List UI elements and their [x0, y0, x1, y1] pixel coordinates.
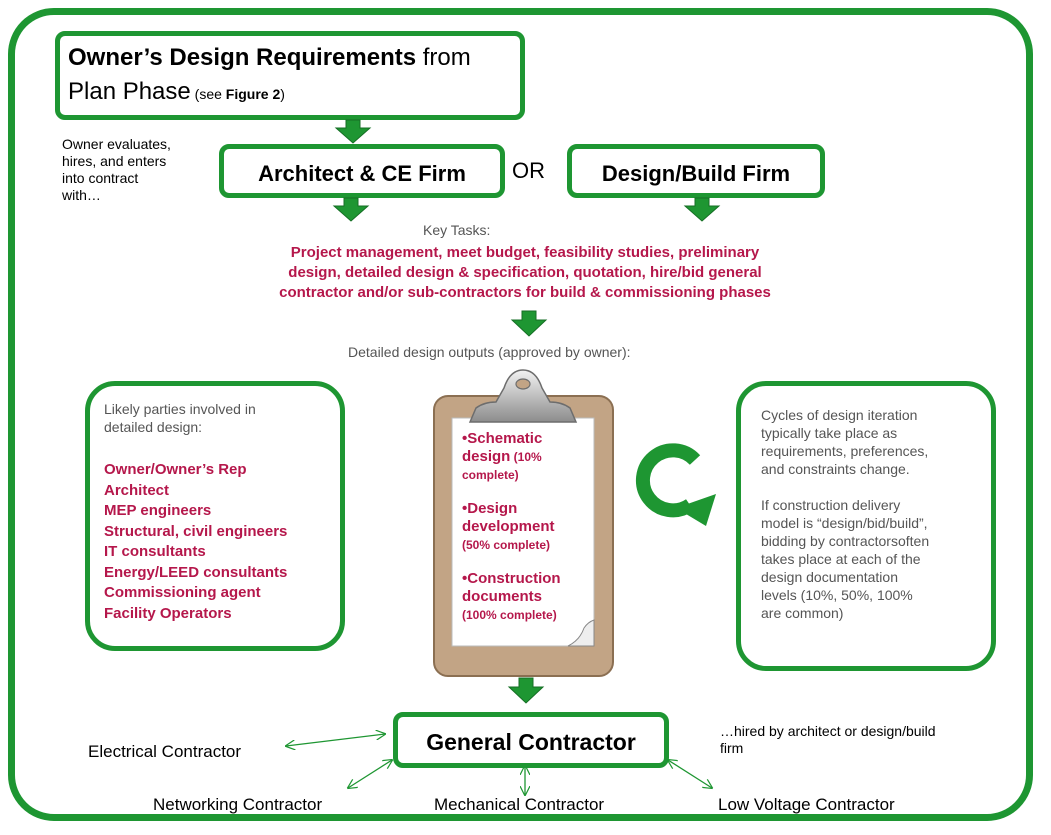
- key-task-line: contractor and/or sub-contractors for bu…: [279, 284, 771, 301]
- owner-line2: Plan Phase: [68, 78, 191, 105]
- cycles-line: requirements, preferences,: [761, 443, 929, 459]
- clipboard-item: •Construction documents (100% complete): [462, 570, 592, 624]
- cycles-line: model is “design/bid/build”,: [761, 515, 928, 531]
- clipboard-item-title: documents: [462, 588, 543, 605]
- page-curl: [567, 619, 595, 647]
- down-arrow: [507, 677, 545, 704]
- clipboard-item-pct: (10%: [510, 450, 542, 464]
- cycles-line: typically take place as: [761, 425, 898, 441]
- clipboard-item-title: •Schematic: [462, 430, 543, 447]
- clipboard-paper: [451, 417, 595, 647]
- owner-note: Owner evaluates, hires, and enters into …: [62, 136, 171, 204]
- cycles-line: Cycles of design iteration: [761, 407, 918, 423]
- clipboard-item-title: development: [462, 518, 555, 535]
- connector-low-voltage: [668, 760, 712, 788]
- clipboard-items: •Schematic design (10% complete) •Design…: [462, 430, 592, 624]
- down-arrow: [510, 310, 548, 337]
- design-build-label: Design/Build Firm: [601, 161, 791, 186]
- down-arrow: [683, 197, 721, 222]
- parties-box: Likely parties involved in detailed desi…: [85, 381, 345, 651]
- cycles-line: design documentation: [761, 569, 898, 585]
- cycles-box: Cycles of design iteration typically tak…: [736, 381, 996, 671]
- clipboard-item: •Schematic design (10% complete): [462, 430, 592, 484]
- figure-reference: Figure 2: [225, 86, 281, 102]
- party-item: IT consultants: [104, 543, 206, 560]
- hired-note: …hired by architect or design/build firm: [720, 723, 936, 757]
- owner-requirements-box: Owner’s Design Requirements from Plan Ph…: [55, 31, 525, 120]
- hired-note-line: firm: [720, 740, 744, 756]
- design-build-box: Design/Build Firm: [567, 144, 825, 198]
- connector-electrical: [286, 734, 385, 746]
- clip-icon: [468, 369, 578, 423]
- cycle-arrow-icon: [635, 443, 701, 518]
- or-label: OR: [512, 158, 545, 183]
- key-tasks-list: Project management, meet budget, feasibi…: [210, 243, 840, 303]
- key-task-line: Project management, meet budget, feasibi…: [290, 244, 760, 261]
- general-contractor-label: General Contractor: [426, 729, 636, 755]
- connector-networking: [348, 760, 392, 788]
- owner-note-line: with…: [62, 187, 101, 203]
- outputs-caption: Detailed design outputs (approved by own…: [348, 344, 631, 360]
- general-contractor-box: General Contractor: [393, 712, 669, 768]
- owner-note-line: Owner evaluates,: [62, 136, 171, 152]
- owner-see-close: ): [280, 86, 285, 102]
- party-item: Structural, civil engineers: [104, 522, 288, 540]
- parties-intro-line: detailed design:: [104, 419, 203, 435]
- clipboard-item-title: •Design: [462, 500, 518, 517]
- cycles-line: takes place at each of the: [761, 551, 921, 567]
- clipboard-item-title: design: [462, 448, 511, 465]
- owner-see-open: (see: [190, 86, 226, 102]
- clipboard-item-pct: complete): [462, 468, 519, 482]
- party-item: Commissioning agent: [104, 584, 261, 601]
- down-arrow: [332, 197, 370, 222]
- parties-intro-line: Likely parties involved in: [104, 401, 256, 417]
- electrical-contractor: Electrical Contractor: [88, 742, 242, 761]
- clipboard-item-pct: (100% complete): [462, 608, 557, 622]
- owner-title-rest: from: [416, 44, 471, 71]
- clipboard-item: •Design development (50% complete): [462, 500, 592, 554]
- key-task-line: design, detailed design & specification,…: [288, 264, 762, 281]
- owner-note-line: hires, and enters: [62, 153, 167, 169]
- cycles-line: If construction delivery: [761, 497, 901, 513]
- architect-box: Architect & CE Firm: [219, 144, 505, 198]
- cycles-line: levels (10%, 50%, 100%: [761, 587, 913, 603]
- party-item: Energy/LEED consultants: [104, 563, 288, 581]
- owner-title-bold: Owner’s Design Requirements: [68, 44, 417, 71]
- cycles-line: bidding by contractorsoften: [761, 533, 930, 549]
- key-tasks-heading: Key Tasks:: [423, 222, 491, 238]
- party-item: Facility Operators: [104, 604, 232, 622]
- party-item: Architect: [104, 481, 170, 499]
- down-arrow: [334, 119, 372, 144]
- hired-note-line: …hired by architect or design/build: [720, 723, 936, 739]
- clipboard-item-pct: (50% complete): [462, 538, 551, 552]
- owner-note-line: into contract: [62, 170, 139, 186]
- cycles-line: and constraints change.: [761, 461, 910, 477]
- low-voltage-contractor: Low Voltage Contractor: [718, 795, 895, 814]
- party-item: MEP engineers: [104, 502, 212, 519]
- architect-label: Architect & CE Firm: [258, 161, 466, 186]
- networking-contractor: Networking Contractor: [153, 795, 323, 814]
- clipboard-item-title: •Construction: [462, 570, 561, 587]
- mechanical-contractor: Mechanical Contractor: [434, 795, 605, 814]
- party-item: Owner/Owner’s Rep: [104, 461, 247, 478]
- cycles-line: are common): [761, 605, 844, 621]
- outer-frame: [8, 8, 1033, 821]
